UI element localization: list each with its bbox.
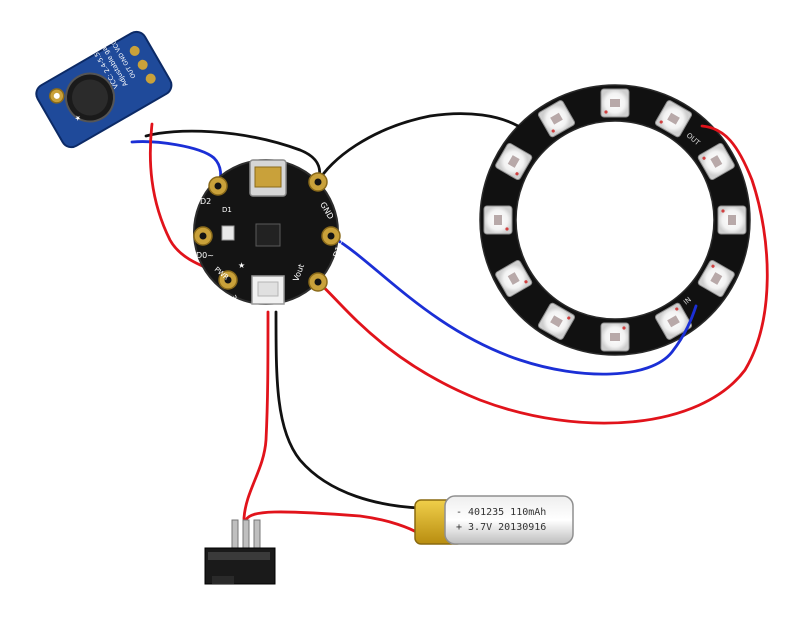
- neopixel-led: [537, 100, 576, 138]
- wire-mic-out: [130, 140, 223, 186]
- wire-battery-negative: [274, 310, 422, 510]
- slide-switch: [204, 519, 276, 585]
- pad-d0-label: D0~: [196, 251, 214, 260]
- lipo-battery: - 401235 110mAh + 3.7V 20130916: [414, 495, 574, 545]
- pad-d2-label: D2: [200, 197, 211, 206]
- wire-battery-positive: [242, 310, 270, 547]
- neopixel-led: [717, 205, 747, 235]
- led-d1-label: D1: [222, 206, 232, 214]
- neopixel-led: [495, 259, 533, 298]
- neopixel-led: [654, 100, 693, 138]
- battery-voltage-label: + 3.7V 20130916: [456, 522, 546, 533]
- led-group: [483, 88, 747, 352]
- mcu-chip: [255, 223, 281, 247]
- mic-pin-gnd: [137, 59, 148, 70]
- neopixel-led: [697, 142, 735, 181]
- neopixel-led: [495, 142, 533, 181]
- wire-ring-gnd: [316, 112, 520, 184]
- wire-ring-power: [316, 124, 769, 425]
- neopixel-ring: OUT IN: [479, 84, 751, 356]
- wire-switch-to-battery: [244, 510, 422, 547]
- battery-model-label: - 401235 110mAh: [456, 507, 546, 518]
- neopixel-led: [654, 302, 693, 340]
- ring-pin-in-label: IN: [682, 296, 693, 307]
- mic-star-icon: ★: [73, 113, 82, 123]
- neopixel-led: [600, 322, 630, 352]
- wire-data-in: [332, 236, 698, 376]
- neopixel-led: [600, 88, 630, 118]
- microphone-board: ★ VCC: 2.4-5.5V Adjustable gain OUT GND …: [35, 30, 173, 149]
- mic-pin-out: [145, 73, 156, 84]
- wires: [130, 112, 769, 547]
- neopixel-led: [483, 205, 513, 235]
- battery-cell: [444, 495, 574, 545]
- reset-button: [221, 225, 235, 241]
- wire-mic-gnd: [144, 129, 322, 184]
- neopixel-led: [697, 259, 735, 298]
- gemma-board: D2 D0~ D1~ GND 3Vo Vout D1 PWR ★: [193, 159, 346, 311]
- gemma-star-icon: ★: [238, 261, 245, 270]
- mic-pin-vcc: [129, 45, 140, 56]
- neopixel-led: [537, 302, 576, 340]
